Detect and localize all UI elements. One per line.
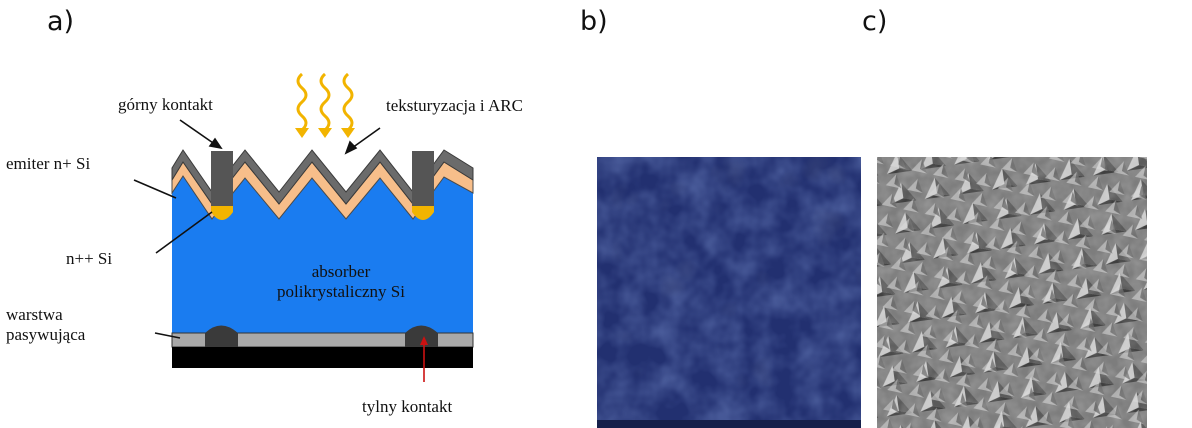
back-contact-right bbox=[405, 325, 438, 347]
arrow-top-contact bbox=[179, 119, 217, 146]
photo-sem-texture bbox=[877, 157, 1147, 428]
label-n-plus-plus: n++ Si bbox=[66, 249, 113, 268]
label-top-contact: górny kontakt bbox=[118, 95, 213, 114]
photo-polysilicon bbox=[597, 157, 861, 428]
sunlight-wave-icon bbox=[295, 72, 355, 138]
label-passivation: warstwa pasywująca bbox=[6, 305, 85, 344]
panel-label-c: c) bbox=[862, 6, 888, 37]
label-absorber: absorber polikrystaliczny Si bbox=[246, 262, 436, 301]
back-metal-layer bbox=[172, 347, 473, 368]
arc-layer bbox=[171, 149, 474, 205]
arrow-n-plus-plus bbox=[155, 211, 213, 254]
panel-label-b: b) bbox=[580, 6, 608, 37]
arrow-emitter bbox=[133, 179, 177, 199]
back-contact-left bbox=[205, 325, 238, 347]
label-texturing-arc: teksturyzacja i ARC bbox=[386, 96, 523, 115]
label-emitter: emiter n+ Si bbox=[6, 154, 91, 173]
absorber-layer bbox=[172, 176, 473, 333]
label-absorber-line1: absorber bbox=[311, 262, 371, 281]
n-plus-plus-left bbox=[211, 205, 233, 220]
label-back-contact: tylny kontakt bbox=[362, 397, 453, 416]
panel-label-a: a) bbox=[47, 6, 75, 37]
top-contact-left bbox=[211, 151, 233, 206]
arrow-texturing bbox=[351, 127, 381, 149]
label-passivation-line1: warstwa bbox=[6, 305, 63, 324]
arrow-passivation bbox=[154, 332, 181, 339]
label-passivation-line2: pasywująca bbox=[6, 324, 86, 344]
label-absorber-line2: polikrystaliczny Si bbox=[277, 281, 405, 301]
solar-cell-diagram bbox=[133, 72, 474, 382]
top-contact-right bbox=[412, 151, 434, 206]
n-plus-plus-right bbox=[412, 205, 434, 220]
